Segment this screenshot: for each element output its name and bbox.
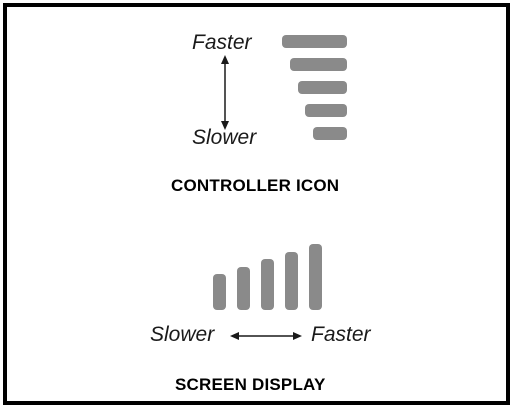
screen-slower-label: Slower xyxy=(150,323,215,346)
vertical-double-arrow xyxy=(221,55,229,130)
controller-speed-bar xyxy=(282,35,347,48)
controller-speed-bar xyxy=(305,104,347,117)
screen-speed-bar xyxy=(285,251,298,310)
diagram-frame xyxy=(3,3,510,405)
screen-speed-bar xyxy=(309,244,322,310)
screen-speed-bar xyxy=(213,274,226,310)
controller-speed-bar xyxy=(297,81,347,94)
controller-faster-label: Faster xyxy=(192,31,252,54)
controller-speed-bar xyxy=(313,127,347,140)
screen-display-caption: SCREEN DISPLAY xyxy=(175,375,326,394)
horizontal-double-arrow xyxy=(230,332,302,340)
controller-speed-bar xyxy=(289,58,347,71)
screen-faster-label: Faster xyxy=(311,323,371,346)
controller-icon-caption: CONTROLLER ICON xyxy=(171,176,340,195)
screen-speed-bar xyxy=(237,266,250,310)
screen-speed-bar xyxy=(261,259,274,310)
controller-slower-label: Slower xyxy=(192,126,257,149)
